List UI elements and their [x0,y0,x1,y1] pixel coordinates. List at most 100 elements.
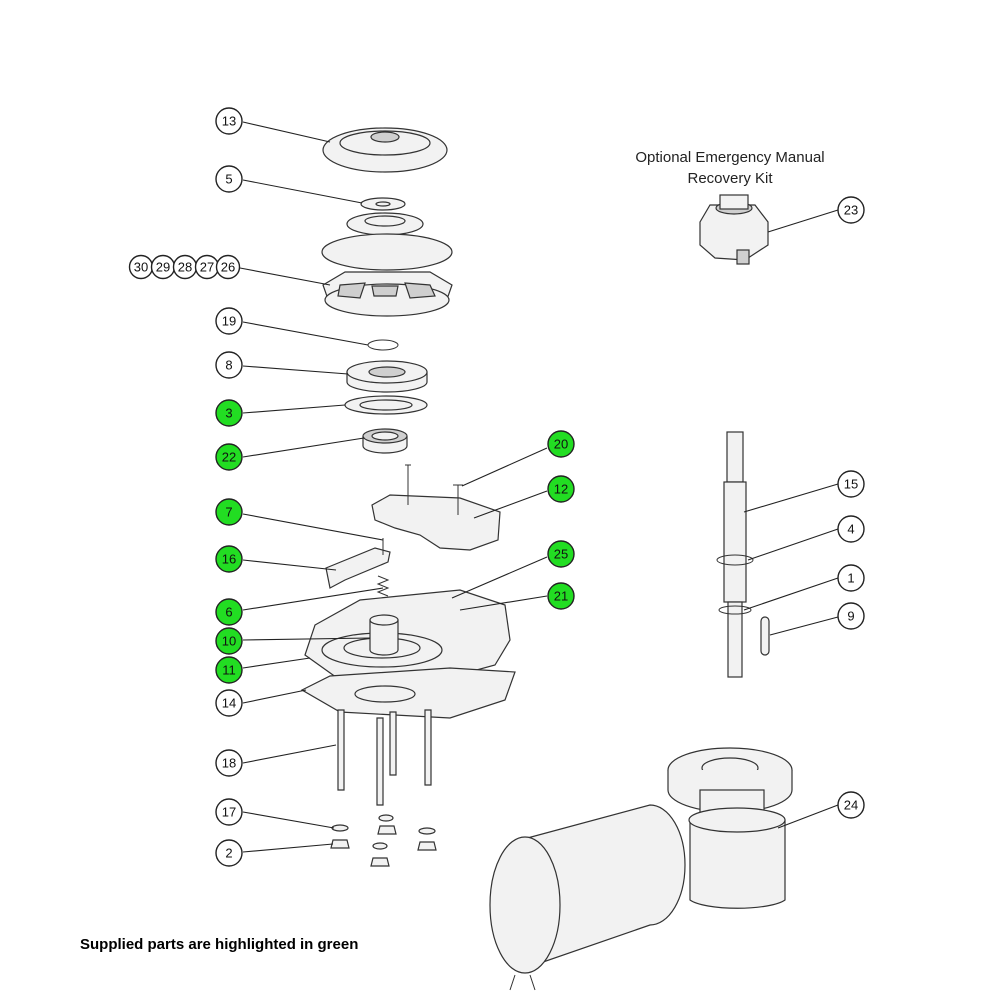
part-cap [322,127,448,173]
callout-label: 21 [554,589,568,604]
callout-label: 25 [554,547,568,562]
callout-bubble [215,798,243,826]
callout-6[interactable]: 6 [215,598,243,626]
callout-18[interactable]: 18 [215,749,243,777]
callout-16[interactable]: 16 [215,545,243,573]
callout-12[interactable]: 12 [547,475,575,503]
callout-14[interactable]: 14 [215,689,243,717]
callout-label: 28 [178,260,192,275]
callout-bubble [837,515,865,543]
callout-20[interactable]: 20 [547,430,575,458]
part-oil-seal [362,428,408,454]
part-studs [337,709,432,806]
callout-bubble [215,656,243,684]
callout-label: 9 [847,609,854,624]
callout-7[interactable]: 7 [215,498,243,526]
callout-15[interactable]: 15 [837,470,865,498]
callout-label: 18 [222,756,236,771]
callout-19[interactable]: 19 [215,307,243,335]
callout-30[interactable]: 30 [128,254,154,280]
callout-22[interactable]: 22 [215,443,243,471]
callout-25[interactable]: 25 [547,540,575,568]
callout-label: 3 [225,406,232,421]
callout-3[interactable]: 3 [215,399,243,427]
callout-label: 22 [222,450,236,465]
part-recovery-kit [699,194,769,265]
callout-bubble [837,196,865,224]
callout-label: 20 [554,437,568,452]
callout-bubble [547,540,575,568]
callout-label: 27 [200,260,214,275]
part-circlip [367,339,399,351]
callout-10[interactable]: 10 [215,627,243,655]
parts-drawing [300,127,793,991]
callout-label: 6 [225,605,232,620]
part-washer-hole [375,201,391,207]
callout-2[interactable]: 2 [215,839,243,867]
callout-21[interactable]: 21 [547,582,575,610]
callout-label: 16 [222,552,236,567]
callout-label: 26 [221,260,235,275]
part-lever [325,538,391,589]
callout-bubble [547,430,575,458]
part-cover [371,464,501,551]
callout-label: 30 [134,260,148,275]
part-motor-gearbox [489,747,793,991]
callout-bubble [215,545,243,573]
callout-label: 10 [222,634,236,649]
callout-9[interactable]: 9 [837,602,865,630]
callout-28[interactable]: 28 [172,254,198,280]
optional-kit-title-line2: Recovery Kit [687,170,773,187]
callout-label: 5 [225,172,232,187]
callout-bubble [215,165,243,193]
callout-8[interactable]: 8 [215,351,243,379]
callout-27[interactable]: 27 [194,254,220,280]
part-flat-seal-inner [359,399,413,411]
callout-17[interactable]: 17 [215,798,243,826]
callout-bubble [215,627,243,655]
callout-label: 15 [844,477,858,492]
callout-label: 19 [222,314,236,329]
callout-bubble [215,749,243,777]
callout-24[interactable]: 24 [837,791,865,819]
callout-bubble [547,475,575,503]
callout-bubble [215,598,243,626]
callout-4[interactable]: 4 [837,515,865,543]
callout-label: 11 [222,663,236,678]
callout-29[interactable]: 29 [150,254,176,280]
callout-13[interactable]: 13 [215,107,243,135]
part-stripper-ring [346,212,424,236]
callout-5[interactable]: 5 [215,165,243,193]
callout-bubble [215,399,243,427]
part-drive-shaft [716,431,770,678]
callout-bubble [837,791,865,819]
callout-bubble [547,582,575,610]
part-nuts-washers [330,814,437,867]
callout-label: 1 [847,571,854,586]
callout-label: 14 [222,696,236,711]
callout-bubble [215,254,241,280]
part-base-housing [304,589,511,681]
callout-bubble [215,498,243,526]
callout-label: 23 [844,203,858,218]
callout-26[interactable]: 26 [215,254,241,280]
callout-label: 17 [222,805,236,820]
callout-label: 2 [225,846,232,861]
part-gypsy-assembly [321,233,453,317]
callout-bubble [837,602,865,630]
callout-label: 12 [554,482,568,497]
callout-1[interactable]: 1 [837,564,865,592]
part-key [760,616,770,656]
callout-bubble [215,443,243,471]
callout-23[interactable]: 23 [837,196,865,224]
callout-bubble [215,107,243,135]
callout-bubble [215,839,243,867]
callout-label: 4 [847,522,854,537]
part-gasket [300,667,516,719]
callout-11[interactable]: 11 [215,656,243,684]
callout-bubble [215,351,243,379]
callout-bubble [215,689,243,717]
leader-lines [239,121,839,853]
part-bearing [346,360,428,393]
